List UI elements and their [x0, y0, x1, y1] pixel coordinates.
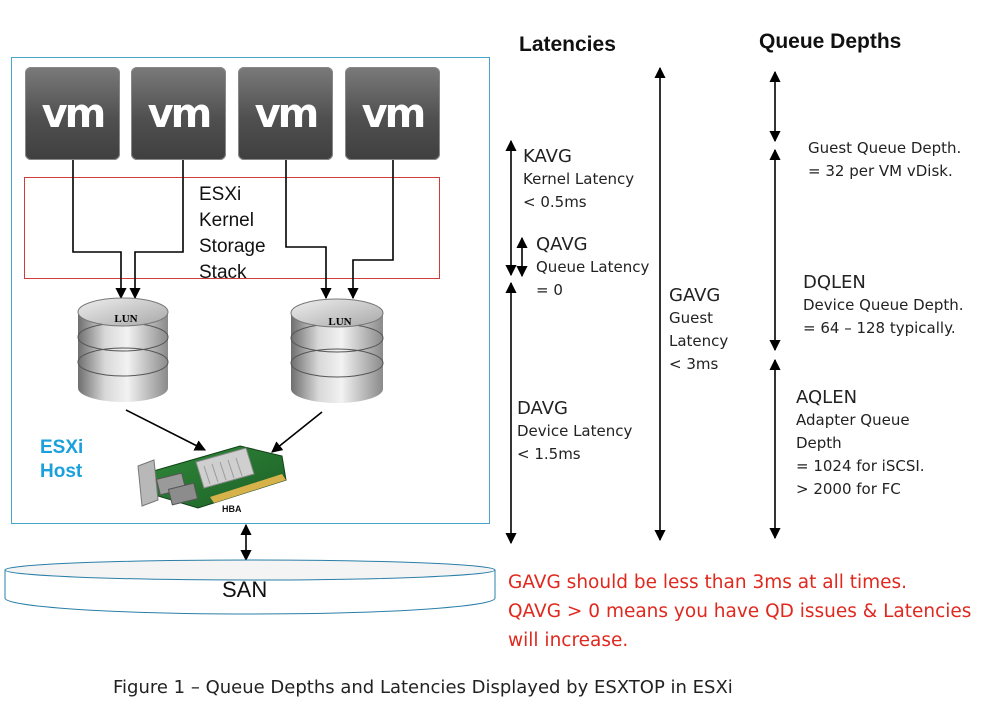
note-line: QAVG > 0 means you have QD issues & Late…	[508, 601, 972, 622]
vm-to-lun-connectors	[72, 160, 394, 300]
davg-desc: Device Latency	[517, 422, 633, 440]
aqlen-value: > 2000 for FC	[796, 480, 901, 498]
guest-qd-desc: Guest Queue Depth.	[808, 139, 962, 157]
dqlen-value: = 64 – 128 typically.	[803, 319, 956, 337]
qavg-value: = 0	[536, 281, 563, 299]
dqlen-block: DQLEN Device Queue Depth. = 64 – 128 typ…	[803, 271, 964, 340]
aqlen-desc: Adapter Queue	[796, 411, 910, 429]
lun-label-2: LUN	[328, 316, 351, 328]
connector-vm3-lun2	[285, 160, 332, 300]
vm-tile-3: vm	[238, 67, 333, 160]
kavg-block: KAVG Kernel Latency < 0.5ms	[523, 145, 634, 214]
kavg-name: KAVG	[523, 146, 572, 167]
vm-label: vm	[41, 90, 107, 137]
aqlen-block: AQLEN Adapter Queue Depth = 1024 for iSC…	[796, 386, 925, 501]
gavg-desc: Latency	[669, 332, 729, 350]
esxi-host-label: ESXi Host	[40, 436, 83, 484]
qavg-desc: Queue Latency	[536, 258, 650, 276]
arrow-lun2-hba	[271, 411, 323, 453]
gavg-value: < 3ms	[669, 355, 719, 373]
kernel-line: ESXi	[199, 184, 242, 205]
kernel-line: Storage	[199, 236, 266, 257]
san-disk	[4, 559, 496, 615]
davg-name: DAVG	[517, 398, 568, 419]
gavg-block: GAVG Guest Latency < 3ms	[669, 284, 728, 376]
guest-qd-value: = 32 per VM vDisk.	[808, 162, 953, 180]
kernel-storage-stack-box	[24, 177, 440, 279]
aqlen-value: = 1024 for iSCSI.	[796, 457, 925, 475]
qavg-name: QAVG	[536, 234, 588, 255]
vm-label: vm	[147, 90, 213, 137]
connector-vm4-lun2	[347, 160, 394, 300]
lun-label-1: LUN	[114, 313, 137, 325]
davg-value: < 1.5ms	[517, 445, 581, 463]
latencies-heading: Latencies	[519, 33, 616, 56]
figure-caption: Figure 1 – Queue Depths and Latencies Di…	[113, 677, 733, 698]
lun-disk-2: LUN	[290, 298, 384, 403]
hba-label: HBA	[222, 504, 242, 514]
gavg-name: GAVG	[669, 285, 721, 306]
queue-depths-heading: Queue Depths	[759, 30, 902, 53]
note-line: GAVG should be less than 3ms at all time…	[508, 572, 908, 593]
arrow-lun1-hba	[125, 409, 206, 451]
qavg-block: QAVG Queue Latency = 0	[536, 233, 649, 302]
kernel-line: Kernel	[199, 210, 254, 231]
guest-qd-block: Guest Queue Depth. = 32 per VM vDisk.	[808, 137, 961, 183]
kavg-value: < 0.5ms	[523, 193, 587, 211]
hba-card-image: HBA	[137, 445, 287, 514]
vm-tile-4: vm	[345, 67, 440, 160]
davg-block: DAVG Device Latency < 1.5ms	[517, 397, 632, 466]
kernel-line: Stack	[199, 262, 247, 283]
gavg-desc: Guest	[669, 309, 714, 327]
aqlen-name: AQLEN	[796, 387, 858, 408]
host-label-line: Host	[40, 461, 83, 482]
notes: GAVG should be less than 3ms at all time…	[508, 568, 971, 655]
kavg-desc: Kernel Latency	[523, 170, 635, 188]
vm-label: vm	[361, 90, 427, 137]
connector-vm2-lun1	[129, 160, 184, 300]
lun-disk-1: LUN	[77, 297, 169, 402]
vm-label: vm	[254, 90, 320, 137]
connector-vm1-lun1	[72, 160, 127, 300]
host-label-line: ESXi	[40, 437, 84, 458]
san-label: SAN	[222, 577, 268, 602]
esxi-host-box	[11, 57, 490, 524]
kernel-label: ESXi Kernel Storage Stack	[199, 182, 266, 286]
aqlen-desc: Depth	[796, 434, 842, 452]
latency-arrows	[505, 66, 666, 545]
dqlen-desc: Device Queue Depth.	[803, 296, 964, 314]
vm-tile-1: vm	[25, 67, 120, 160]
dqlen-name: DQLEN	[803, 272, 866, 293]
note-line: will increase.	[508, 630, 629, 651]
vm-tile-2: vm	[131, 67, 226, 160]
